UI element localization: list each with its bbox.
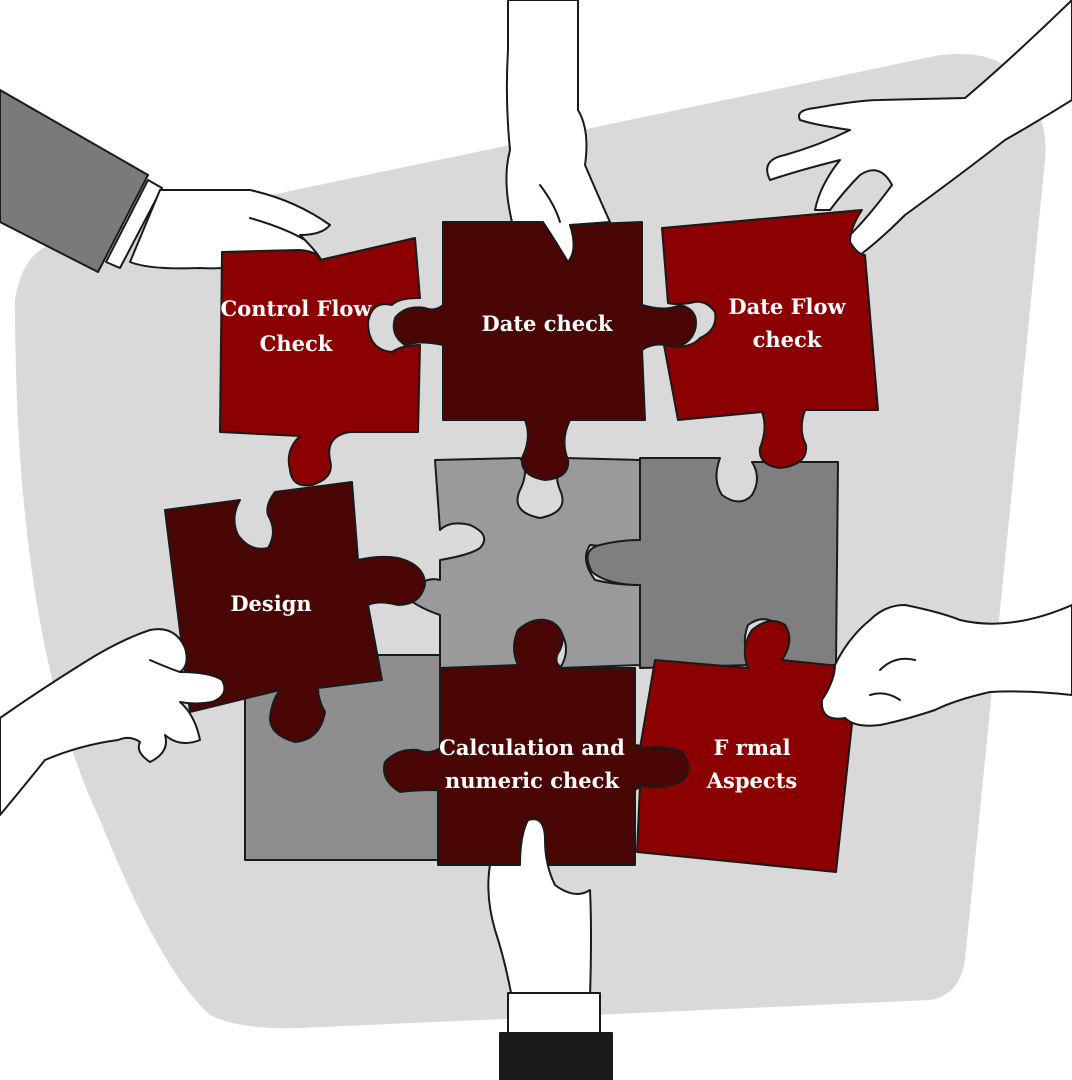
label-date-check: Date check — [482, 311, 613, 336]
label-formal-line1: F rmal — [713, 735, 790, 760]
label-date-flow-line1: Date Flow — [728, 294, 846, 319]
sleeve-bottom — [500, 1033, 612, 1080]
label-calculation-line2: numeric check — [445, 768, 619, 793]
cuff-bottom — [508, 993, 600, 1035]
label-control-flow-line1: Control Flow — [220, 296, 372, 321]
label-design: Design — [230, 591, 311, 616]
label-calculation-line1: Calculation and — [439, 735, 625, 760]
label-control-flow-line2: Check — [260, 331, 333, 356]
label-date-flow-line2: check — [753, 327, 822, 352]
label-formal-line2: Aspects — [706, 768, 797, 793]
